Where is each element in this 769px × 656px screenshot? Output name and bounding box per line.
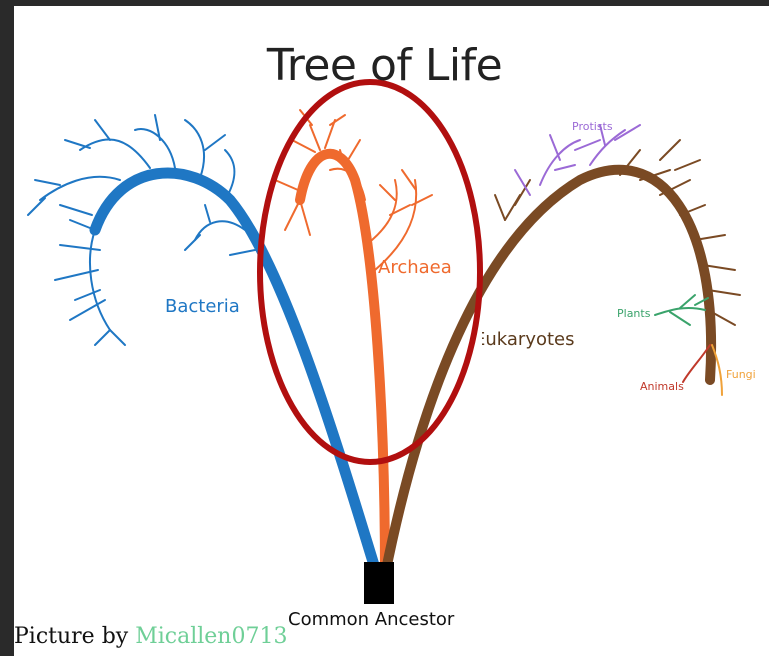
picture-credit: Picture by Micallen0713 xyxy=(14,624,287,649)
common-ancestor-label: Common Ancestor xyxy=(288,609,454,630)
bacteria-label: Bacteria xyxy=(165,296,240,317)
archaea-label: Archaea xyxy=(378,257,452,278)
eukaryotes-trunk xyxy=(385,170,711,575)
bacteria-trunk xyxy=(95,173,377,575)
common-ancestor-root xyxy=(364,562,394,604)
credit-author-link[interactable]: Micallen0713 xyxy=(135,624,287,649)
plants-branches xyxy=(655,295,708,325)
protists-label: Protists xyxy=(572,120,613,133)
credit-prefix: Picture by xyxy=(14,624,135,649)
fungi-label: Fungi xyxy=(726,368,756,381)
plants-label: Plants xyxy=(617,307,650,320)
animals-label: Animals xyxy=(640,380,684,393)
diagram-title: Tree of Life xyxy=(0,40,769,91)
eukaryotes-label: Eukaryotes xyxy=(474,329,575,350)
